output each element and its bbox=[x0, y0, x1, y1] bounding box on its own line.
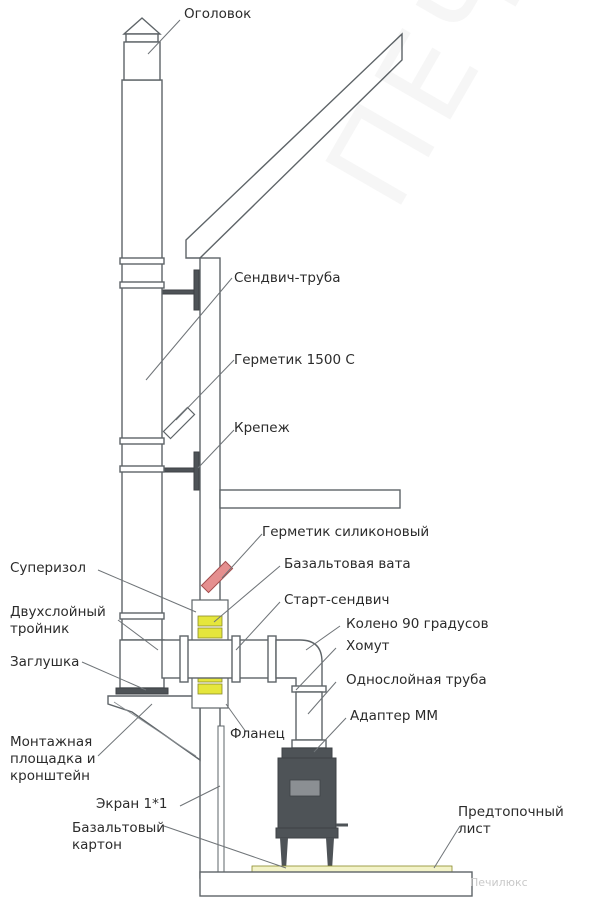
label-silicone-sealant: Герметик силиконовый bbox=[262, 524, 430, 540]
sealant-1500-tube bbox=[162, 406, 196, 440]
label-sandwich-pipe: Сендвич-труба bbox=[234, 270, 341, 286]
stove bbox=[275, 747, 348, 870]
label-superizol: Суперизол bbox=[10, 560, 86, 576]
wall bbox=[199, 257, 401, 879]
leader-lines bbox=[81, 19, 461, 869]
silicone-sealant-tube bbox=[200, 560, 234, 594]
label-plug: Заглушка bbox=[10, 654, 80, 670]
label-screen: Экран 1*1 bbox=[96, 796, 168, 812]
label-basalt-cardboard: Базальтовый картон bbox=[72, 820, 166, 853]
label-clamp: Хомут bbox=[346, 638, 390, 654]
mounting-platform bbox=[107, 695, 201, 762]
roof bbox=[185, 32, 403, 259]
label-elbow-90: Колено 90 градусов bbox=[346, 616, 489, 632]
label-pre-furnace-sheet: Предтопочный лист bbox=[458, 804, 564, 837]
label-basalt-wool: Базальтовая вата bbox=[284, 556, 411, 572]
label-start-sandwich: Старт-сендвич bbox=[284, 592, 390, 608]
label-cap: Оголовок bbox=[184, 6, 252, 22]
wall-brackets bbox=[159, 269, 200, 491]
chimney-pipe bbox=[115, 79, 169, 695]
label-double-tee: Двухслойный тройник bbox=[10, 604, 106, 637]
label-mount-platform: Монтажная площадка и кронштейн bbox=[10, 734, 96, 784]
label-flange: Фланец bbox=[230, 726, 285, 742]
label-single-pipe: Однослойная труба bbox=[346, 672, 487, 688]
label-sealant-1500: Герметик 1500 С bbox=[234, 352, 355, 368]
label-fastener: Крепеж bbox=[234, 420, 290, 436]
chimney-cap bbox=[122, 17, 162, 81]
horizontal-flue bbox=[161, 635, 327, 749]
label-adapter-mm: Адаптер ММ bbox=[350, 708, 438, 724]
heat-screen bbox=[217, 725, 225, 873]
watermark-label: Печилюкс bbox=[470, 876, 528, 889]
floor bbox=[199, 865, 473, 897]
